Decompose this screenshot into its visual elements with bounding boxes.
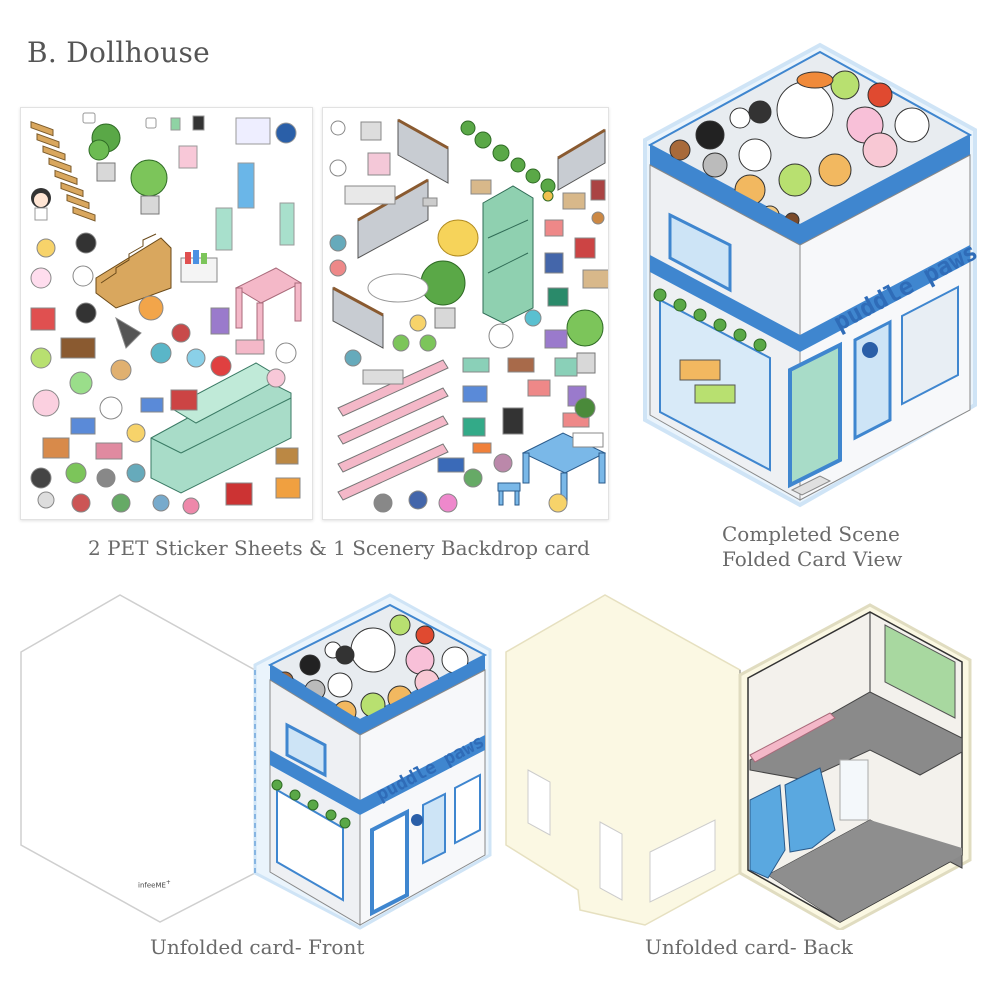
pink-shelf-stickers xyxy=(337,359,449,501)
blank-card-panel xyxy=(20,594,256,923)
basket-sticker xyxy=(180,250,218,283)
plant-sticker-1 xyxy=(88,123,121,182)
completed-scene-caption-line2: Folded Card View xyxy=(722,547,903,571)
brand-logo: infeeME+ xyxy=(138,880,171,889)
window-stickers xyxy=(332,118,606,349)
round-sign-icon xyxy=(411,814,423,826)
sticker-sheet-2 xyxy=(322,107,609,520)
unfolded-back-illustration xyxy=(500,590,1000,930)
unfolded-front-illustration: puddle paws xyxy=(15,590,495,930)
sticker-sheet-1 xyxy=(20,107,313,520)
unfolded-back-caption: Unfolded card- Back xyxy=(645,935,853,959)
brand-logo-text: infeeME xyxy=(138,881,166,890)
unfolded-front-caption: Unfolded card- Front xyxy=(150,935,365,959)
bookshelf-sticker xyxy=(482,185,534,324)
small-item-stickers-2 xyxy=(329,120,608,513)
sticker-sheets-caption: 2 PET Sticker Sheets & 1 Scenery Backdro… xyxy=(88,536,590,560)
small-item-stickers xyxy=(30,232,301,515)
cloud-rug-sticker xyxy=(367,273,429,303)
plant-sticker-3 xyxy=(420,260,466,329)
sticker-sheet-2-illustration xyxy=(329,118,608,513)
completed-scene-illustration: puddle paws xyxy=(640,40,980,510)
mint-counter-sticker xyxy=(150,362,292,494)
completed-scene-caption-line1: Completed Scene xyxy=(722,522,900,546)
sticker-sheet-1-illustration xyxy=(30,112,303,515)
wood-stairs-sticker xyxy=(95,233,172,309)
girl-sticker xyxy=(31,188,51,221)
page-title: B. Dollhouse xyxy=(27,36,211,69)
back-window xyxy=(884,624,956,719)
bear-rug-sticker xyxy=(437,219,479,257)
brand-logo-mark: + xyxy=(165,880,171,886)
round-sign-icon xyxy=(862,342,878,358)
completed-scene-caption: Completed Scene Folded Card View xyxy=(722,522,902,572)
blue-display-shelves xyxy=(749,767,836,879)
vine-sticker xyxy=(460,120,556,202)
blue-stool-sticker xyxy=(497,482,521,506)
plant-sticker-2 xyxy=(130,159,168,215)
pink-table-sticker xyxy=(234,267,303,342)
plant-sticker-4 xyxy=(566,309,604,374)
blue-table-sticker xyxy=(521,432,607,504)
stairs-sticker xyxy=(30,120,96,222)
